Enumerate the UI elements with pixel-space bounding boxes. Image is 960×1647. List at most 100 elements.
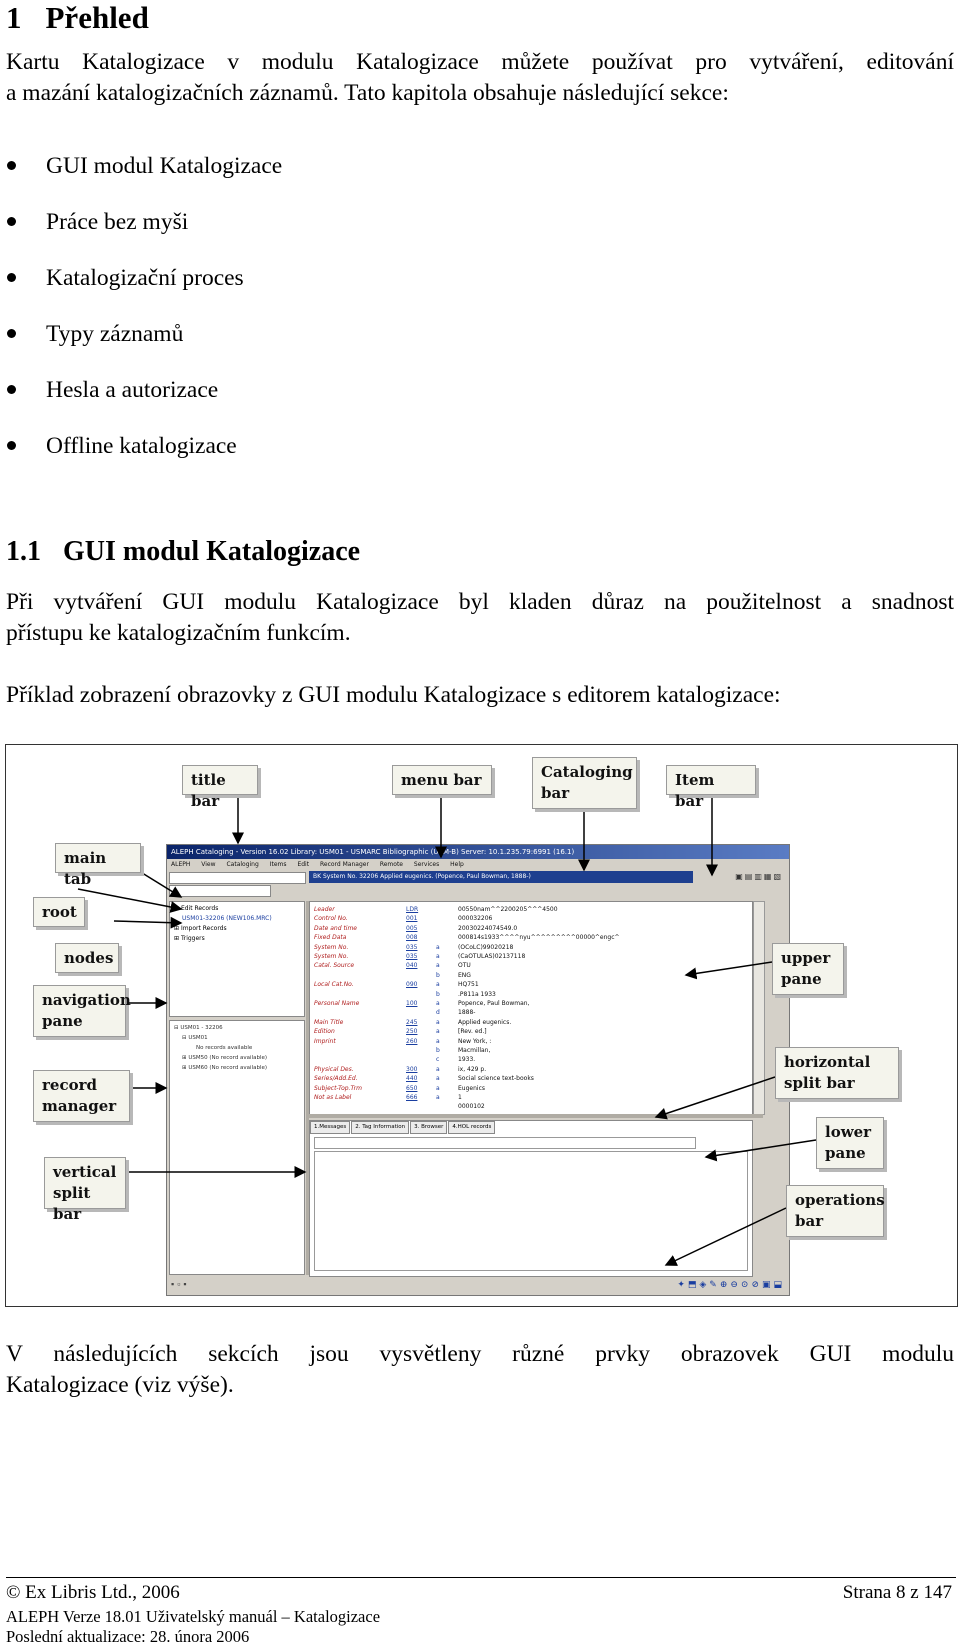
field-value: New York, : — [458, 1037, 492, 1045]
arrow-root — [77, 888, 183, 913]
field-tag: 650 — [406, 1084, 418, 1092]
menu-item: Items — [269, 861, 287, 868]
field-name: Edition — [314, 1028, 335, 1036]
field-tag: 090 — [406, 981, 418, 989]
field-value: ENG — [458, 971, 471, 979]
field-subfield: a — [436, 1018, 440, 1026]
menu-item: Edit — [297, 861, 310, 868]
field-subfield: b — [436, 1047, 440, 1054]
list-item: Offline katalogizace — [0, 430, 282, 486]
field-subfield: b — [436, 971, 440, 979]
field-tag: 040 — [406, 962, 418, 970]
field-value: 00550nam^^2200205^^^4500 — [458, 906, 558, 913]
menu-item: Help — [450, 861, 464, 868]
bullet-icon — [7, 329, 16, 338]
field-value: 1888- — [458, 1009, 476, 1017]
field-tag: LDR — [406, 906, 419, 913]
field-subfield: a — [436, 943, 440, 951]
status-icons: ▪▫▪ — [171, 1279, 190, 1289]
field-value: 000032206 — [458, 915, 493, 923]
window-title-bar: ALEPH Cataloging - Version 16.02 Library… — [167, 845, 789, 859]
window-record-manager: ⊟ USM01 - 32206 ⊟ USM01 No records avail… — [169, 1020, 305, 1275]
field-value: ix, 429 p. — [458, 1065, 487, 1073]
field-value: 000814s1933^^^^nyu^^^^^^^^^00000^engc^ — [458, 934, 620, 942]
field-subfield: a — [436, 1037, 440, 1045]
field-name: System No. — [314, 943, 349, 951]
callout-menu-bar: menu bar — [392, 765, 492, 795]
field-value: [Rev. ed.] — [458, 1028, 487, 1036]
field-tag: 005 — [406, 924, 418, 932]
bullet-icon — [7, 217, 16, 226]
field-value: Popence, Paul Bowman, — [458, 1000, 530, 1007]
rm-item: ⊞ USM60 (No record available) — [182, 1065, 268, 1071]
section-title: GUI modul Katalogizace — [63, 536, 361, 567]
field-value: Social science text-books — [458, 1075, 534, 1083]
field-subfield: a — [436, 1075, 440, 1083]
section-list: GUI modul Katalogizace Práce bez myši Ka… — [0, 150, 282, 486]
field-value: 0000102 — [458, 1103, 485, 1111]
bullet-icon — [7, 441, 16, 450]
window-operations-bar: ✦⬒◈✎⊕⊖⊙⊘▣⬓ — [677, 1279, 785, 1289]
aleph-window: ALEPH Cataloging - Version 16.02 Library… — [166, 844, 790, 1296]
arrow-nodes — [113, 916, 183, 929]
section-para-1-line-2: přístupu ke katalogizačním funkcím. — [6, 620, 351, 646]
field-row: b ENG — [310, 971, 752, 981]
field-value: (CaOTULAS)02137118 — [458, 953, 526, 960]
field-value: 1933. — [458, 1056, 476, 1064]
nav-item: USM01-32206 (NEW106.MRC) — [182, 915, 272, 922]
field-tag: 440 — [406, 1075, 418, 1083]
lower-tab: 1.Messages — [310, 1121, 351, 1134]
field-subfield: c — [436, 1056, 440, 1064]
field-value: HQ751 — [458, 981, 479, 989]
field-subfield: a — [436, 981, 440, 989]
field-name: System No. — [314, 953, 349, 960]
window-navigation-pane: ⊟ Edit Records USM01-32206 (NEW106.MRC) … — [169, 901, 305, 1017]
field-name: Personal Name — [314, 1000, 360, 1007]
section-para-3-line-1: V následujících sekcích jsou vysvětleny … — [6, 1341, 954, 1367]
bullet-icon — [7, 161, 16, 170]
lower-tab: 2. Tag Information — [351, 1121, 410, 1134]
field-name: Control No. — [314, 915, 348, 923]
intro-line-2: a mazání katalogizačních záznamů. Tato k… — [6, 80, 729, 106]
arrow-horizontal-split — [654, 1076, 776, 1120]
footer-page-number: Strana 8 z 147 — [842, 1582, 952, 1603]
chapter-number: 1 — [6, 0, 22, 35]
search-field — [169, 872, 306, 884]
field-name: Catal. Source — [314, 962, 355, 970]
menu-item: ALEPH — [171, 861, 191, 868]
field-tag: 008 — [406, 934, 418, 942]
vertical-split-bar — [306, 901, 309, 1275]
rm-item: No records available — [196, 1045, 253, 1051]
arrow-lower-pane — [704, 1139, 817, 1162]
lower-tab: 4.HOL records — [448, 1121, 496, 1134]
field-subfield: a — [436, 1094, 440, 1101]
field-name: Imprint — [314, 1037, 336, 1045]
callout-nodes: nodes — [55, 943, 119, 973]
field-value: 20030224074549.0 — [458, 924, 518, 932]
menu-item: Remote — [379, 861, 403, 868]
item-bar-icons: ▣▤▥▦▧ — [735, 872, 783, 881]
field-name: Date and time — [314, 924, 357, 932]
list-item: Práce bez myši — [0, 206, 282, 262]
rm-item: ⊞ USM50 (No record available) — [182, 1055, 268, 1061]
field-subfield: a — [436, 1065, 440, 1073]
footer-last-update: Poslední aktualizace: 28. února 2006 — [6, 1627, 250, 1646]
field-tag: 100 — [406, 1000, 418, 1007]
